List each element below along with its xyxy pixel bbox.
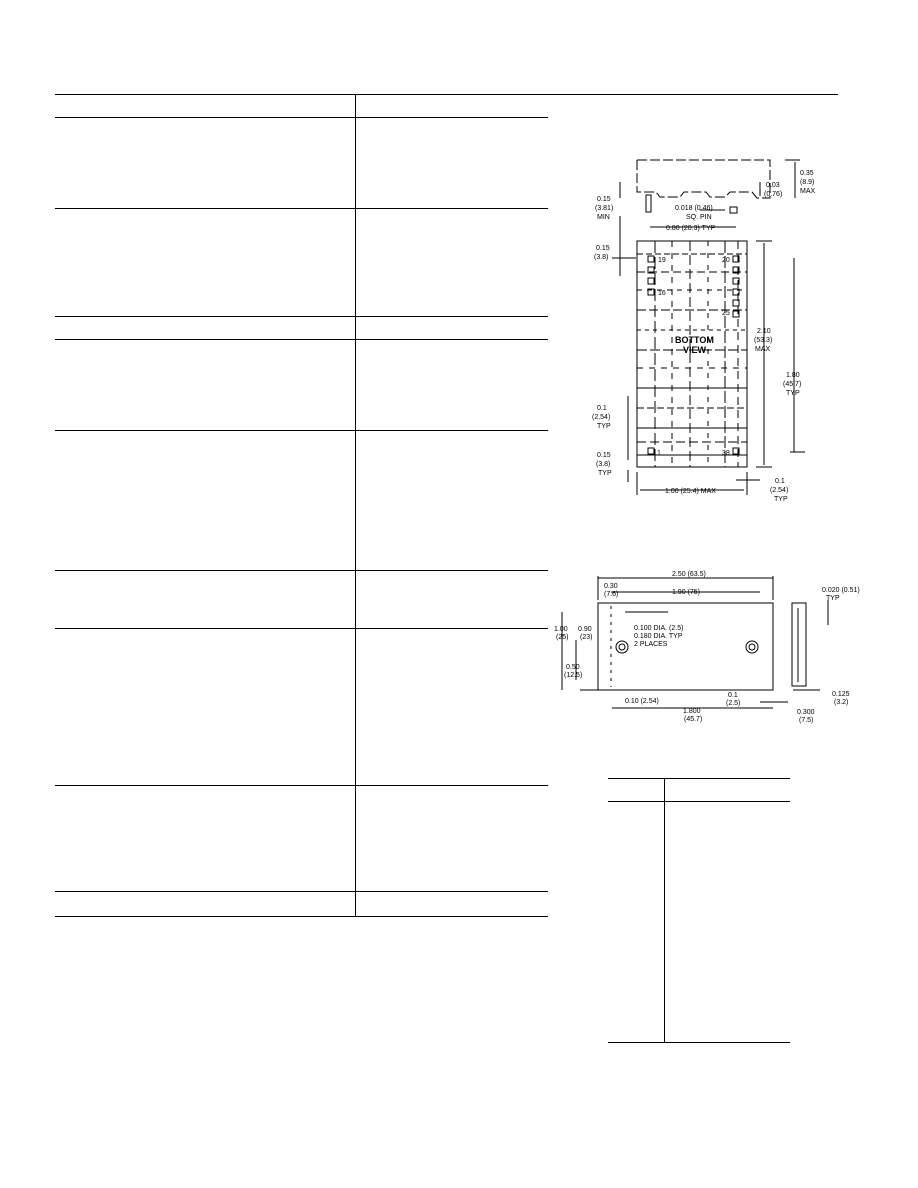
side-top-label: TYP — [826, 595, 840, 602]
left-offset-label: 0.10 (2.54) — [625, 698, 659, 705]
hole-row-label: (12.5) — [564, 672, 582, 679]
top-offset-label: (3.8) — [594, 254, 608, 261]
length-label: (53.3) — [754, 337, 772, 344]
row-span-label: TYP — [786, 390, 800, 397]
hole-offset-label: (7.6) — [604, 591, 618, 598]
header-rule — [55, 94, 838, 95]
thickness-label: 0.300 — [797, 709, 815, 716]
pin-length-label: 0.15 — [597, 196, 611, 203]
bottom-view-title: BOTTOM — [675, 335, 714, 345]
pin-size-label: SQ. PIN — [686, 214, 712, 221]
table-row-rule — [55, 628, 548, 629]
table-row-rule — [55, 316, 548, 317]
table-row-rule — [55, 916, 548, 917]
hole-offset-label: 0.30 — [604, 583, 618, 590]
standoff-label: (0.76) — [764, 191, 782, 198]
pitch-label: 0.1 — [728, 692, 738, 699]
pin-label: 16 — [658, 290, 666, 297]
table-row-rule — [55, 570, 548, 571]
hole-row-label: 0.50 — [566, 664, 580, 671]
height-inner-label: (23) — [580, 634, 592, 641]
hole-spacing-label: 1.90 (75) — [672, 589, 700, 596]
side-height-label: (8.9) — [800, 179, 814, 186]
height-label: 1.00 — [554, 626, 568, 633]
bottom-view-title: VIEW — [683, 345, 707, 355]
table-row-rule — [55, 891, 548, 892]
row-span-label: 1.80 — [786, 372, 800, 379]
height-label: (25) — [556, 634, 568, 641]
pitch-label: TYP — [597, 423, 611, 430]
side-height-label: 0.35 — [800, 170, 814, 177]
standoff-label: 0.03 — [766, 182, 780, 189]
side-bottom-label: 0.125 — [832, 691, 850, 698]
pin-table-header-rule — [608, 801, 790, 802]
height-inner-label: 0.90 — [578, 626, 592, 633]
pin-label: 20 — [722, 257, 730, 264]
length-label: MAX — [755, 346, 771, 353]
overall-length-label: 2.50 (63.5) — [672, 571, 706, 578]
pin-label: 19 — [658, 257, 666, 264]
pin-length-label: (3.81) — [595, 205, 613, 212]
bottom-span-label: 1.800 — [683, 708, 701, 715]
bottom-span-label: (45.7) — [684, 716, 702, 723]
bottom-offset-label: (3.8) — [596, 461, 610, 468]
length-label: 2.10 — [757, 328, 771, 335]
pin-label: 25 — [722, 310, 730, 317]
holes-note-label: 0.100 DIA. (2.5) — [634, 625, 683, 632]
right-pitch-label: (2.54) — [770, 487, 788, 494]
pin-table-top-rule — [608, 778, 790, 779]
table-row-rule — [55, 430, 548, 431]
pitch-label: (2.54) — [592, 414, 610, 421]
holes-note-label: 2 PLACES — [634, 641, 668, 648]
side-height-label: MAX — [800, 188, 816, 195]
width-label: 1.00 (25.4) MAX — [665, 488, 716, 495]
table-row-rule — [55, 339, 548, 340]
table-column-divider — [355, 94, 356, 916]
bottom-offset-label: TYP — [598, 470, 612, 477]
pitch-label: 0.1 — [597, 405, 607, 412]
side-bottom-label: (3.2) — [834, 699, 848, 706]
bottom-offset-label: 0.15 — [597, 452, 611, 459]
pin-label: 38 — [722, 450, 730, 457]
side-top-label: 0.020 (0.51) — [822, 587, 860, 594]
table-row-rule — [55, 117, 548, 118]
pin-pitch-label: 0.80 (20.3) TYP — [666, 225, 716, 232]
pitch-label: (2.5) — [726, 700, 740, 707]
right-pitch-label: 0.1 — [775, 478, 785, 485]
row-span-label: (45.7) — [783, 381, 801, 388]
right-pitch-label: TYP — [774, 496, 788, 503]
pin-label: 1 — [657, 450, 661, 457]
thickness-label: (7.5) — [799, 717, 813, 724]
table-row-rule — [55, 785, 548, 786]
top-offset-label: 0.15 — [596, 245, 610, 252]
holes-note-label: 0.180 DIA. TYP — [634, 633, 683, 640]
table-row-rule — [55, 208, 548, 209]
pin-size-label: 0.018 (0.46) — [675, 205, 713, 212]
pin-table-bottom-rule — [608, 1042, 790, 1043]
pin-length-label: MIN — [597, 214, 610, 221]
pin-table-divider — [664, 778, 665, 1042]
